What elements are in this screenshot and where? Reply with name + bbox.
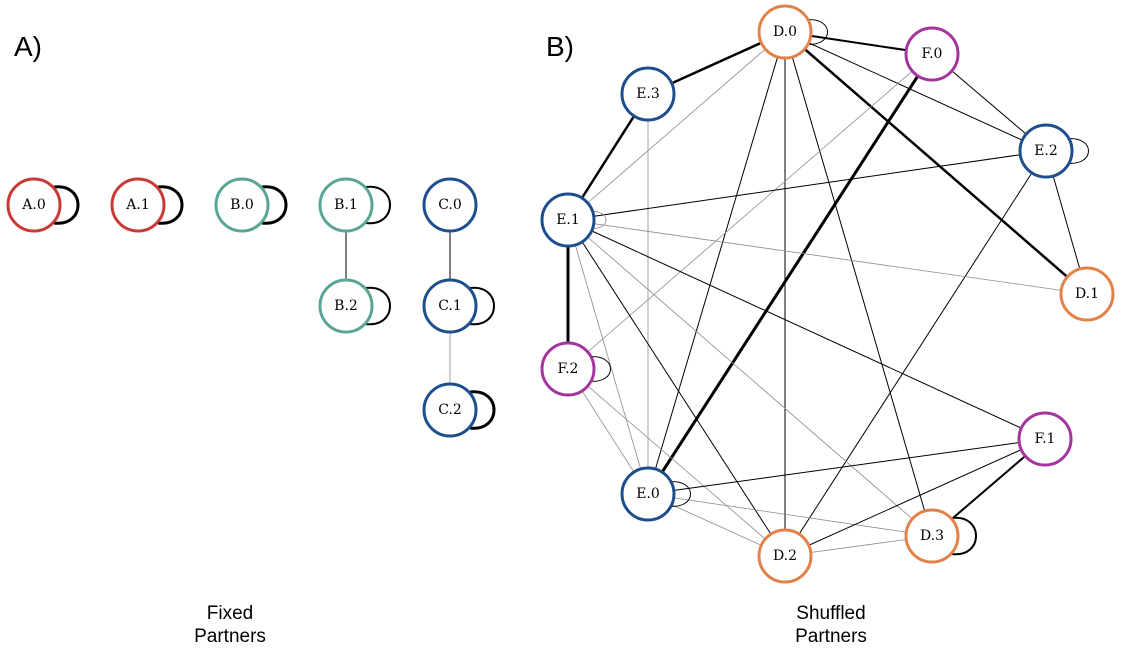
self-loop-a-0 (53, 185, 80, 225)
node-label-f-0: F.0 (922, 46, 943, 62)
edge-e-0-d-3 (647, 493, 933, 537)
self-loop-a-1 (157, 185, 184, 225)
node-label-d-1: D.1 (1075, 286, 1099, 302)
edge-e-1-f-1 (567, 219, 1046, 440)
node-c-1 (422, 278, 478, 334)
node-e-2 (1018, 123, 1074, 179)
edge-e-1-d-2 (567, 219, 786, 557)
node-f-0 (904, 26, 960, 82)
panel-a-caption-line2: Partners (194, 626, 266, 647)
node-d-3 (904, 508, 960, 564)
self-loop-b-0 (261, 185, 288, 225)
node-label-f-2: F.2 (558, 361, 579, 377)
node-c-2 (422, 382, 478, 438)
self-loop-d-3 (951, 516, 977, 556)
node-e-1 (540, 192, 596, 248)
edge-d-0-e-2 (784, 31, 1047, 152)
node-d-1 (1059, 266, 1115, 322)
node-b-2 (318, 278, 374, 334)
node-a-0 (6, 177, 62, 233)
edge-e-1-d-3 (567, 219, 933, 537)
edge-f-0-e-0 (646, 53, 934, 495)
edge-e-1-e-0 (567, 219, 649, 495)
panel-a-label: A) (14, 31, 42, 62)
self-loop-b-1 (365, 185, 391, 225)
node-label-e-3: E.3 (636, 86, 660, 102)
node-label-c-1: C.1 (438, 298, 462, 314)
self-loop-c-2 (469, 390, 496, 430)
node-f-1 (1017, 411, 1073, 467)
node-e-3 (620, 66, 676, 122)
edge-d-0-e-1 (567, 31, 786, 221)
node-d-0 (757, 4, 813, 60)
edge-e-1-d-1 (567, 219, 1088, 295)
node-label-d-0: D.0 (773, 24, 797, 40)
self-loop-d-0 (804, 19, 828, 45)
edge-d-0-d-3 (784, 31, 933, 537)
node-label-c-0: C.0 (438, 197, 462, 213)
edge-f-0-f-2 (567, 53, 933, 370)
edge-e-0-f-1 (647, 438, 1046, 495)
edge-d-0-e-0 (647, 31, 786, 495)
node-label-a-0: A.0 (21, 197, 45, 213)
node-label-d-3: D.3 (920, 528, 944, 544)
node-d-2 (757, 528, 813, 584)
self-loop-f-2 (587, 356, 611, 382)
node-label-d-2: D.2 (773, 548, 797, 564)
edge-d-2-f-1 (784, 438, 1046, 557)
node-label-b-0: B.0 (230, 197, 254, 213)
self-loop-e-2 (1065, 138, 1089, 164)
panel-b-caption-line2: Partners (795, 626, 867, 647)
edge-e-2-d-2 (784, 150, 1047, 557)
panel-b-label: B) (546, 31, 574, 62)
node-label-e-1: E.1 (556, 212, 580, 228)
edge-f-2-d-2 (567, 368, 786, 557)
node-label-c-2: C.2 (438, 402, 462, 418)
node-e-0 (620, 466, 676, 522)
node-f-2 (540, 341, 596, 397)
self-loops (53, 19, 1089, 556)
edge-d-0-d-1 (784, 31, 1088, 295)
node-label-e-2: E.2 (1034, 143, 1058, 159)
node-c-0 (422, 177, 478, 233)
node-a-1 (110, 177, 166, 233)
self-loop-b-2 (365, 286, 391, 326)
self-loop-c-1 (469, 286, 495, 326)
node-b-1 (318, 177, 374, 233)
self-loop-e-0 (667, 481, 691, 507)
nodes: A.0 A.1 B.0 B.1B.2 C.0C.1C.2 D.0F.0E.2D.1F.1D… (6, 4, 1115, 584)
node-label-b-1: B.1 (334, 197, 358, 213)
node-label-f-1: F.1 (1035, 431, 1056, 447)
node-label-b-2: B.2 (334, 298, 358, 314)
panel-b-caption-line1: Shuffled (796, 603, 865, 624)
node-label-e-0: E.0 (636, 486, 660, 502)
edge-e-2-e-1 (567, 150, 1047, 221)
node-b-0 (214, 177, 270, 233)
panel-a-caption-line1: Fixed (207, 603, 253, 624)
node-label-a-1: A.1 (125, 197, 149, 213)
